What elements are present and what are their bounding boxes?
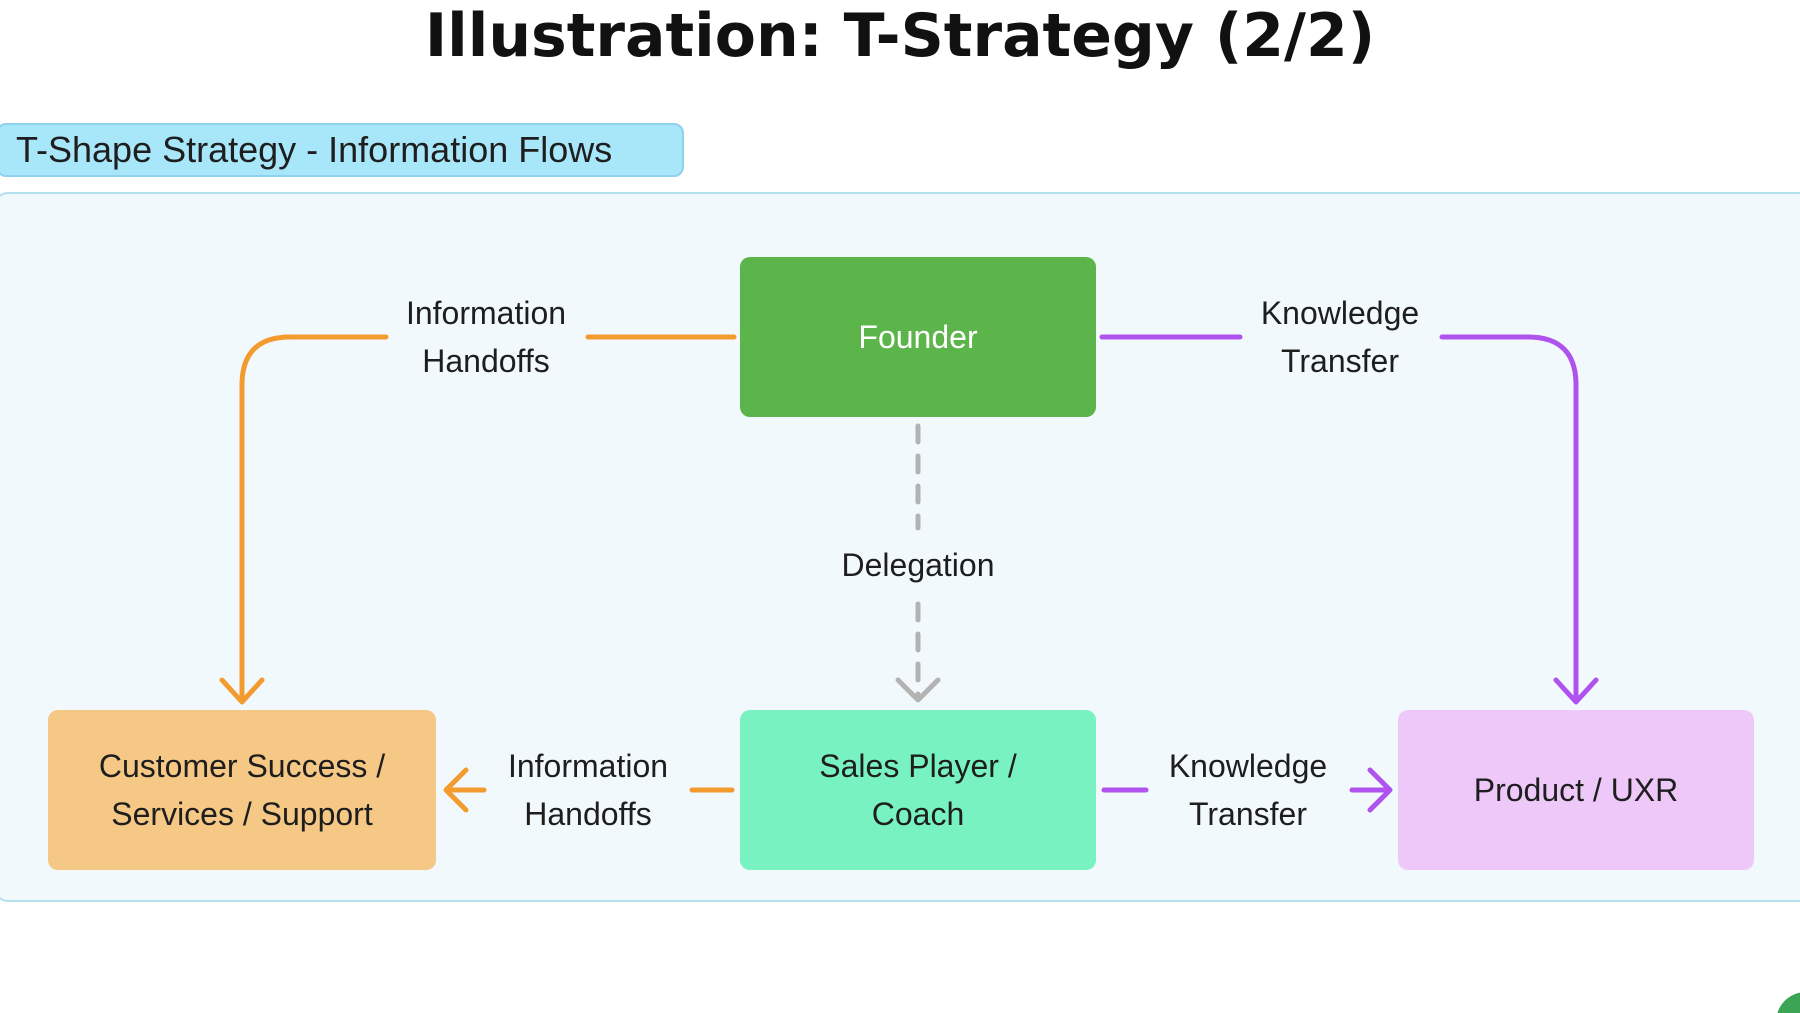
connector-founder-to-customer-success xyxy=(239,334,737,703)
node-product-uxr: Product / UXR xyxy=(1398,710,1754,870)
arrowhead-sales-top xyxy=(895,677,941,703)
node-customer-success: Customer Success / Services / Support xyxy=(48,710,436,870)
label-founder-to-customer-success: Information Handoffs xyxy=(405,295,567,379)
arrowhead-product-top xyxy=(1553,677,1599,705)
arrowhead-customer-success-right xyxy=(443,767,469,813)
arrowhead-product-left xyxy=(1367,767,1393,813)
label-founder-to-sales: Delegation xyxy=(841,547,995,583)
arrowhead-customer-success-top xyxy=(219,677,265,705)
label-sales-to-customer-success: Information Handoffs xyxy=(507,748,669,832)
node-founder: Founder xyxy=(740,257,1096,417)
slide-title: Illustration: T-Strategy (2/2) xyxy=(424,1,1376,71)
node-sales-player-coach: Sales Player / Coach xyxy=(740,710,1096,870)
label-founder-to-product: Knowledge Transfer xyxy=(1260,295,1420,379)
label-sales-to-product: Knowledge Transfer xyxy=(1168,748,1328,832)
connector-founder-to-product xyxy=(1099,334,1579,703)
section-label: T-Shape Strategy - Information Flows xyxy=(0,123,684,177)
